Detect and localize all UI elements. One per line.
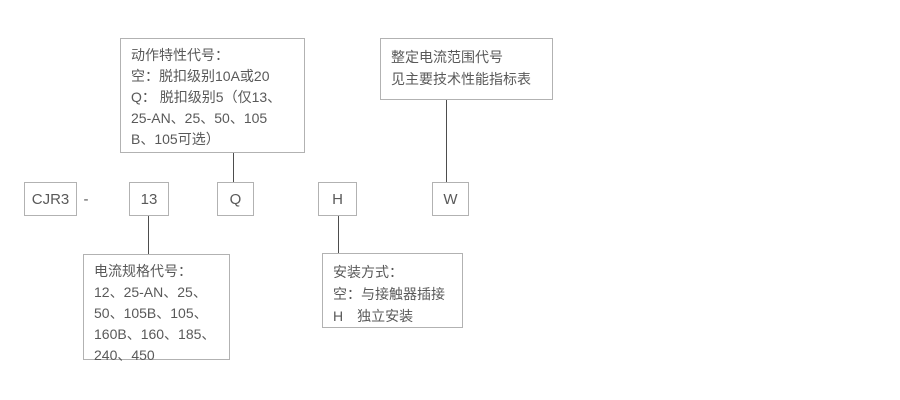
code-box-mounting: H <box>318 182 357 216</box>
callout-trip-class: 动作特性代号： 空：脱扣级别10A或20 Q： 脱扣级别5（仅13、 25-AN… <box>120 38 305 153</box>
callout-current-spec: 电流规格代号： 12、25-AN、25、 50、105B、105、 160B、1… <box>83 254 230 363</box>
connector-h-to-mounting <box>338 216 339 253</box>
model-separator: - <box>83 190 89 208</box>
model-prefix-box: CJR3 <box>24 182 77 216</box>
code-box-current-range: W <box>432 182 469 216</box>
code-box-current-spec: 13 <box>129 182 169 216</box>
code-box-trip-class: Q <box>217 182 254 216</box>
callout-current-range: 整定电流范围代号 见主要技术性能指标表 <box>380 38 553 100</box>
connector-trip-class-to-q <box>233 153 234 183</box>
callout-mounting: 安装方式： 空：与接触器插接 H 独立安装 <box>322 253 463 328</box>
connector-13-to-current-spec <box>148 216 149 254</box>
connector-current-range-to-w <box>446 100 447 183</box>
